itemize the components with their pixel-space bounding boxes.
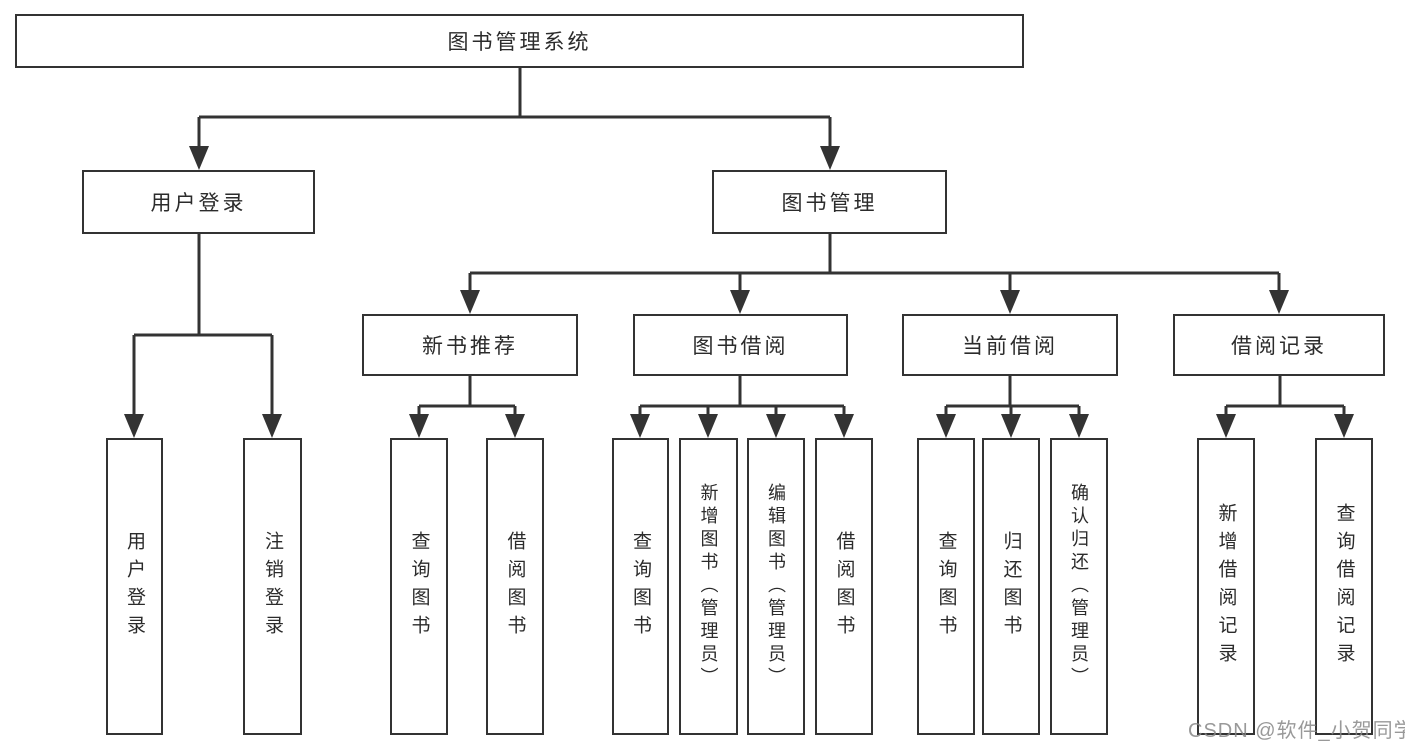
arrowhead bbox=[766, 414, 786, 438]
connector-new-book-split bbox=[417, 376, 517, 418]
arrowhead bbox=[936, 414, 956, 438]
leaf-confirm-return-admin: 确认归还（管理员） bbox=[1050, 438, 1108, 735]
arrowhead bbox=[460, 290, 480, 314]
leaf-query-books-borrow: 查询图书 bbox=[612, 438, 669, 735]
arrowhead bbox=[1334, 414, 1354, 438]
arrowheads bbox=[124, 146, 1354, 438]
connector-book-management-split bbox=[468, 234, 1281, 294]
node-root: 图书管理系统 bbox=[15, 14, 1024, 68]
leaf-add-book-admin: 新增图书（管理员） bbox=[679, 438, 738, 735]
node-book-management: 图书管理 bbox=[712, 170, 947, 234]
leaf-query-borrow-record: 查询借阅记录 bbox=[1315, 438, 1373, 735]
arrowhead bbox=[409, 414, 429, 438]
connector-user-login-split bbox=[132, 234, 274, 418]
connector-book-borrow-split bbox=[638, 376, 846, 418]
arrowhead bbox=[630, 414, 650, 438]
arrowhead bbox=[1069, 414, 1089, 438]
leaf-query-books-current: 查询图书 bbox=[917, 438, 975, 735]
node-user-login: 用户登录 bbox=[82, 170, 315, 234]
node-book-borrow: 图书借阅 bbox=[633, 314, 848, 376]
arrowhead bbox=[1216, 414, 1236, 438]
node-borrow-records: 借阅记录 bbox=[1173, 314, 1385, 376]
arrowhead bbox=[1269, 290, 1289, 314]
leaf-query-books-recommend: 查询图书 bbox=[390, 438, 448, 735]
arrowhead bbox=[505, 414, 525, 438]
watermark: CSDN @软件_小贺同学 bbox=[1188, 720, 1405, 742]
leaf-add-borrow-record: 新增借阅记录 bbox=[1197, 438, 1255, 735]
arrowhead bbox=[730, 290, 750, 314]
arrowhead bbox=[189, 146, 209, 170]
leaf-return-book: 归还图书 bbox=[982, 438, 1040, 735]
arrowhead bbox=[262, 414, 282, 438]
connector-current-borrow-split bbox=[944, 376, 1081, 418]
leaf-borrow-books-recommend: 借阅图书 bbox=[486, 438, 544, 735]
leaf-user-login: 用户登录 bbox=[106, 438, 163, 735]
arrowhead bbox=[698, 414, 718, 438]
arrowhead bbox=[1000, 290, 1020, 314]
node-current-borrow: 当前借阅 bbox=[902, 314, 1118, 376]
leaf-logout: 注销登录 bbox=[243, 438, 302, 735]
leaf-borrow-books: 借阅图书 bbox=[815, 438, 873, 735]
arrowhead bbox=[1001, 414, 1021, 438]
arrowhead bbox=[834, 414, 854, 438]
node-new-book-recommend: 新书推荐 bbox=[362, 314, 578, 376]
connector-root-to-level2 bbox=[197, 67, 832, 150]
connector-borrow-records-split bbox=[1224, 376, 1346, 418]
arrowhead bbox=[124, 414, 144, 438]
arrowhead bbox=[820, 146, 840, 170]
leaf-edit-book-admin: 编辑图书（管理员） bbox=[747, 438, 805, 735]
